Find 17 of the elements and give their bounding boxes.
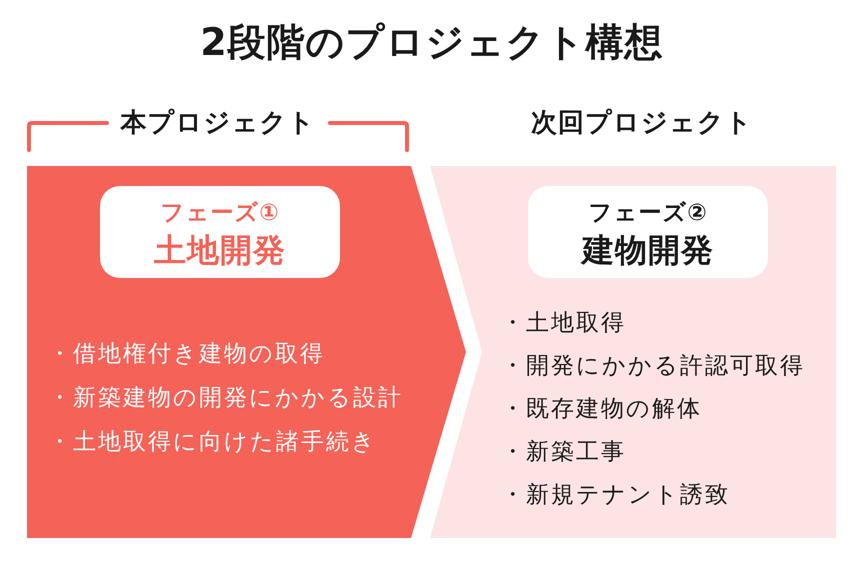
phase-card: [100, 186, 340, 278]
list-item: ・既存建物の解体: [501, 395, 702, 424]
phase-card: [528, 186, 768, 278]
list-item: ・新規テナント誘致: [501, 481, 730, 510]
phase-title: 建物開発: [582, 230, 714, 271]
list-item: ・新築建物の開発にかかる設計: [48, 384, 403, 413]
list-item: ・借地権付き建物の取得: [48, 340, 325, 369]
list-item: ・新築工事: [501, 438, 626, 467]
diagram-title: 2段階のプロジェクト構想: [200, 19, 664, 65]
section-heading: 次回プロジェクト: [531, 107, 753, 139]
section-heading: 本プロジェクト: [120, 107, 316, 139]
list-item: ・開発にかかる許認可取得: [501, 352, 805, 381]
list-item: ・土地取得に向けた諸手続き: [48, 428, 377, 457]
phase-label: フェーズ①: [160, 199, 280, 228]
list-item: ・土地取得: [501, 309, 626, 338]
phase-title: 土地開発: [154, 230, 286, 271]
phase-label: フェーズ②: [588, 199, 708, 228]
